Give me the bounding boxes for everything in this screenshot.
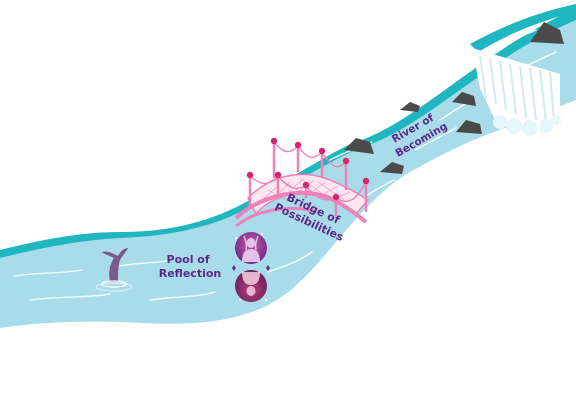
- bridge-post-caps: [246, 137, 370, 201]
- rock: [530, 22, 564, 44]
- river-water: [0, 20, 576, 328]
- river: [0, 4, 576, 328]
- mermaid-tail-icon: [95, 248, 133, 292]
- pool-label: Pool of Reflection: [159, 253, 221, 280]
- bridge-of-possibilities: [234, 137, 370, 228]
- rock: [456, 120, 482, 134]
- waterfall-icon: [472, 48, 561, 136]
- rock: [344, 138, 374, 154]
- pool-label-line-1: Pool of: [167, 253, 210, 266]
- mirror-reflection-icon: [232, 232, 270, 302]
- bridge-posts: [248, 142, 368, 216]
- rock: [400, 102, 420, 112]
- rock: [380, 162, 404, 174]
- pool-label-line-2: Reflection: [159, 267, 221, 280]
- river-top-band: [470, 4, 576, 52]
- rocks: [344, 22, 564, 174]
- rock: [452, 92, 476, 106]
